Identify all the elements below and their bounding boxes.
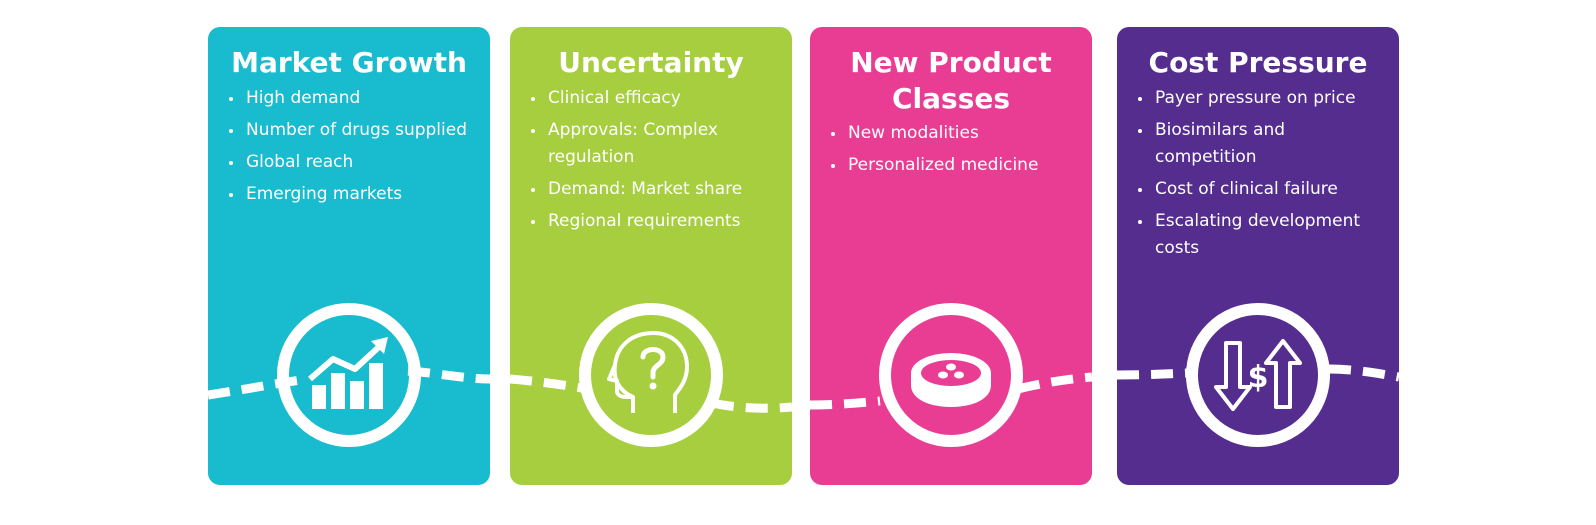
svg-text:$: $ xyxy=(1248,360,1269,395)
list-item: High demand xyxy=(244,85,478,112)
list-item: Number of drugs supplied xyxy=(244,117,478,144)
card-bullet-list: Payer pressure on price Biosimilars and … xyxy=(1117,85,1387,267)
head-question-icon xyxy=(579,303,723,447)
card-title: New Product Classes xyxy=(850,46,1052,115)
card-title: Uncertainty xyxy=(558,46,744,79)
price-arrows-icon: $ xyxy=(1186,303,1330,447)
card-bullet-list: High demand Number of drugs supplied Glo… xyxy=(208,85,478,213)
list-item: Demand: Market share xyxy=(546,176,780,203)
list-item: Global reach xyxy=(244,149,478,176)
list-item: Payer pressure on price xyxy=(1153,85,1387,112)
dashed-path xyxy=(810,372,1092,410)
card-title: Market Growth xyxy=(231,46,467,79)
card-title: Cost Pressure xyxy=(1148,46,1368,79)
list-item: New modalities xyxy=(846,120,1080,147)
list-item: Cost of clinical failure xyxy=(1153,176,1387,203)
card-market-growth: Market Growth High demand Number of drug… xyxy=(208,27,490,485)
card-uncertainty: Uncertainty Clinical efficacy Approvals:… xyxy=(510,27,792,485)
card-cost-pressure: Cost Pressure Payer pressure on price Bi… xyxy=(1117,27,1399,485)
list-item: Biosimilars and competition xyxy=(1153,117,1387,171)
card-bullet-list: Clinical efficacy Approvals: Complex reg… xyxy=(510,85,780,240)
petri-dish-icon xyxy=(879,303,1023,447)
list-item: Escalating development costs xyxy=(1153,208,1387,262)
list-item: Approvals: Complex regulation xyxy=(546,117,780,171)
growth-chart-icon xyxy=(277,303,421,447)
list-item: Emerging markets xyxy=(244,181,478,208)
list-item: Clinical efficacy xyxy=(546,85,780,112)
dashed-path xyxy=(1117,364,1399,382)
card-bullet-list: New modalities Personalized medicine xyxy=(810,120,1080,184)
card-new-product-classes: New Product Classes New modalities Perso… xyxy=(810,27,1092,485)
list-item: Regional requirements xyxy=(546,208,780,235)
list-item: Personalized medicine xyxy=(846,152,1080,179)
